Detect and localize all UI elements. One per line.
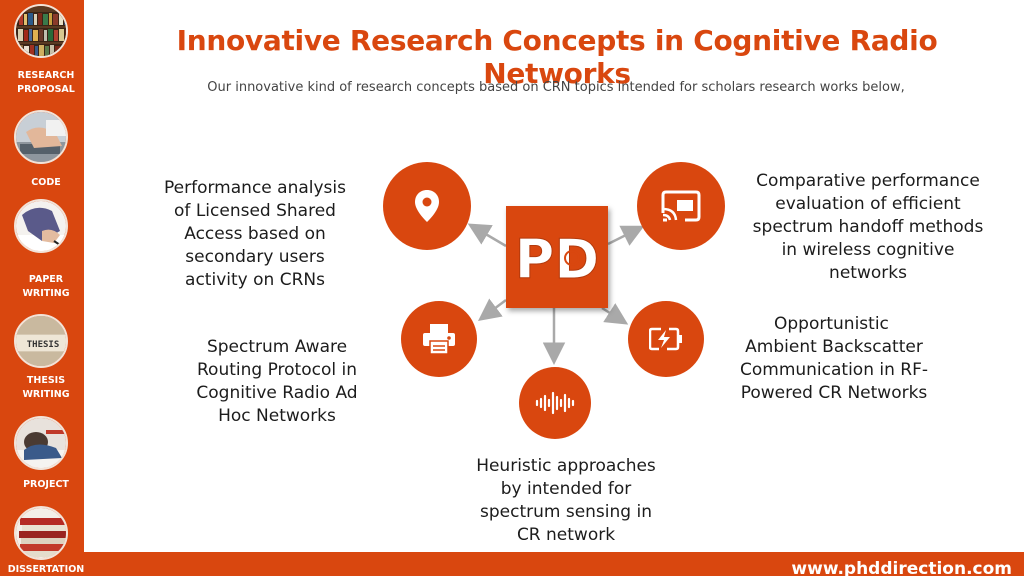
topic-line: spectrum sensing in — [480, 502, 652, 522]
sidebar-label-code[interactable]: CODE — [0, 176, 92, 190]
printer-icon — [401, 301, 477, 377]
topic-line: by intended for — [500, 479, 632, 499]
topic-line: Opportunistic — [774, 314, 889, 334]
topic-line: Heuristic approaches — [476, 456, 656, 476]
sidebar-label-line: PROPOSAL — [17, 84, 75, 95]
topic-line: Cognitive Radio Ad — [196, 383, 358, 403]
sidebar-label-line: DISSERTATION — [7, 564, 85, 575]
page-title: Innovative Research Concepts in Cognitiv… — [176, 24, 938, 90]
sidebar-label-research-proposal[interactable]: RESEARCH PROPOSAL — [0, 69, 92, 97]
footer-website-link[interactable]: www.phddirection.com — [791, 559, 1012, 576]
topic-spectrum-aware-routing: Spectrum Aware Routing Protocol in Cogni… — [180, 336, 374, 428]
page-subtitle: Our innovative kind of research concepts… — [207, 80, 905, 95]
sidebar-label-project[interactable]: PROJECT — [0, 478, 92, 492]
topic-line: secondary users — [185, 247, 325, 267]
arrow-to-battery — [601, 303, 629, 325]
audio-wave-icon — [519, 367, 591, 439]
topic-line: Comparative performance — [756, 171, 980, 191]
topic-line: activity on CRNs — [185, 270, 325, 290]
bookshelf-thumbnail[interactable] — [14, 4, 68, 58]
topic-line: Performance analysis — [164, 178, 346, 198]
paper-writing-thumbnail[interactable] — [14, 199, 68, 253]
topic-ambient-backscatter: Opportunistic Ambient Backscatter Commun… — [722, 313, 946, 405]
topic-line: Routing Protocol in — [197, 360, 357, 380]
thesis-tile-text: THESIS — [27, 340, 60, 350]
topic-line: spectrum handoff methods — [752, 217, 984, 237]
arrow-to-location — [467, 223, 507, 248]
topic-line: in wireless cognitive — [781, 240, 955, 260]
sidebar-label-line: THESIS — [26, 375, 66, 386]
topic-line: Powered CR Networks — [740, 383, 928, 403]
sidebar-label-line: CODE — [31, 177, 61, 188]
sidebar-label-line: WRITING — [22, 389, 70, 400]
topic-line: Access based on — [184, 224, 326, 244]
thesis-thumbnail[interactable]: THESIS — [14, 314, 68, 368]
sidebar: RESEARCH PROPOSAL CODE PAPER WRITING — [0, 0, 84, 576]
sidebar-label-line: RESEARCH — [17, 70, 75, 81]
topic-line: Communication in RF- — [739, 360, 929, 380]
project-thumbnail[interactable] — [14, 416, 68, 470]
topic-line: of Licensed Shared — [174, 201, 336, 221]
footer-bar: www.phddirection.com — [84, 552, 1024, 576]
topic-line: networks — [829, 263, 907, 283]
sidebar-label-paper-writing[interactable]: PAPER WRITING — [0, 273, 92, 301]
battery-charging-icon — [628, 301, 704, 377]
pd-logo: PD — [506, 206, 608, 308]
sidebar-label-line: PAPER — [28, 274, 64, 285]
code-thumbnail[interactable] — [14, 110, 68, 164]
sidebar-label-thesis-writing[interactable]: THESIS WRITING — [0, 374, 92, 402]
topic-line: Ambient Backscatter — [745, 337, 923, 357]
sidebar-label-line: PROJECT — [23, 479, 69, 490]
dissertation-thumbnail[interactable] — [14, 506, 68, 560]
cast-screen-icon — [637, 162, 725, 250]
topic-line: CR network — [516, 525, 616, 545]
pd-logo-text: PD — [515, 228, 599, 291]
topic-line: Hoc Networks — [218, 406, 336, 426]
topic-line: Spectrum Aware — [206, 337, 348, 357]
sidebar-label-dissertation[interactable]: DISSERTATION — [0, 563, 92, 576]
topic-line: evaluation of efficient — [775, 194, 961, 214]
arrow-to-cast — [607, 225, 645, 246]
location-pin-icon — [383, 162, 471, 250]
arrow-to-printer — [478, 298, 507, 321]
topic-heuristic-spectrum-sensing: Heuristic approaches by intended for spe… — [458, 455, 674, 547]
topic-spectrum-handoff: Comparative performance evaluation of ef… — [734, 170, 1002, 285]
sidebar-label-line: WRITING — [22, 288, 70, 299]
topic-licensed-shared-access: Performance analysis of Licensed Shared … — [150, 177, 360, 292]
